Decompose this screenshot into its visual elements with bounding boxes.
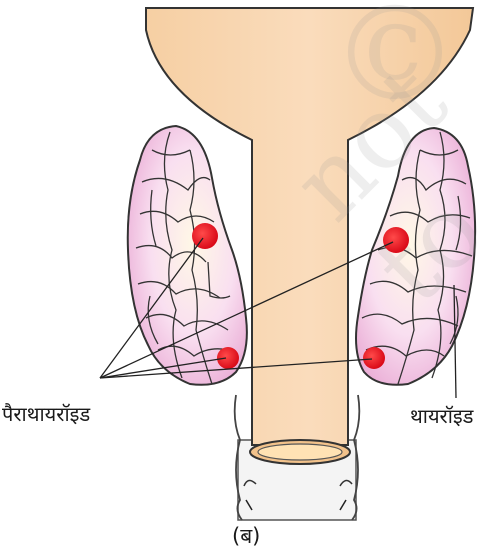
thyroid-left-lobe [128, 126, 247, 385]
parathyroid-lower-left [217, 347, 239, 369]
thyroid-label: थायरॉइड [410, 402, 473, 429]
parathyroid-label: पैराथायरॉइड [2, 400, 90, 427]
parathyroid-upper-left [192, 223, 218, 249]
figure-caption: (ब) [232, 522, 260, 550]
parathyroid-upper-right [383, 227, 409, 253]
parathyroid-lower-right [363, 347, 385, 369]
thyroid-right-lobe [356, 128, 475, 385]
